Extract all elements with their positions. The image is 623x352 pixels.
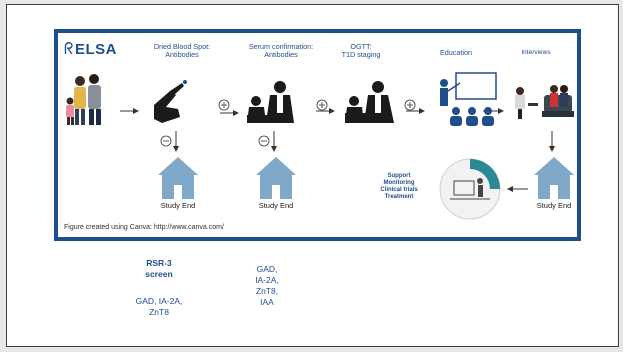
finger-prick-icon bbox=[154, 80, 187, 123]
interview-icon bbox=[515, 85, 574, 119]
stage-label-interviews: Interviews bbox=[521, 49, 551, 56]
study-end-label-1: Study End bbox=[160, 201, 196, 210]
house-icon bbox=[256, 157, 296, 199]
house-icon bbox=[534, 157, 574, 199]
slide: ᖇELSA Dried Blood Spot: Antibodies Serum… bbox=[6, 4, 619, 347]
teacher-icon bbox=[440, 72, 497, 126]
study-end-label-2: Study End bbox=[258, 201, 294, 210]
plus-icon bbox=[218, 99, 239, 116]
stage-label-education: Education bbox=[440, 48, 472, 57]
minus-icon bbox=[258, 135, 270, 147]
rsr-body: GAD, IA-2A, ZnT8 bbox=[135, 296, 183, 318]
rsr-title: RSR-3 screen bbox=[145, 258, 173, 280]
ribbon-icon: ᖇ bbox=[64, 41, 74, 58]
plus-icon bbox=[316, 99, 328, 111]
study-end-label-3: Study End bbox=[536, 201, 572, 210]
flow-graphics bbox=[66, 72, 574, 220]
nurse-icon bbox=[247, 81, 294, 123]
support-text: Support Monitoring Clinical trials Treat… bbox=[380, 173, 418, 200]
stage-label-serum: Serum confirmation: Antibodies bbox=[248, 42, 314, 60]
clinic-icon bbox=[439, 158, 501, 220]
logo-text: ELSA bbox=[74, 41, 117, 58]
ogtt-icon bbox=[345, 81, 394, 123]
plus-icon bbox=[404, 99, 416, 111]
minus-icon bbox=[160, 135, 172, 147]
elsa-figure: ᖇELSA Dried Blood Spot: Antibodies Serum… bbox=[54, 29, 581, 241]
family-icon bbox=[66, 74, 101, 125]
serum-antibodies-list: GAD, IA-2A, ZnT8, IAA bbox=[255, 264, 279, 308]
house-icon bbox=[158, 157, 198, 199]
figure-caption: Figure created using Canva: http://www.c… bbox=[64, 224, 224, 231]
elsa-logo: ᖇELSA bbox=[64, 41, 117, 59]
stage-label-ogtt: OGTT: T1D staging bbox=[341, 42, 381, 60]
stage-label-dbs: Dried Blood Spot: Antibodies bbox=[153, 42, 211, 60]
